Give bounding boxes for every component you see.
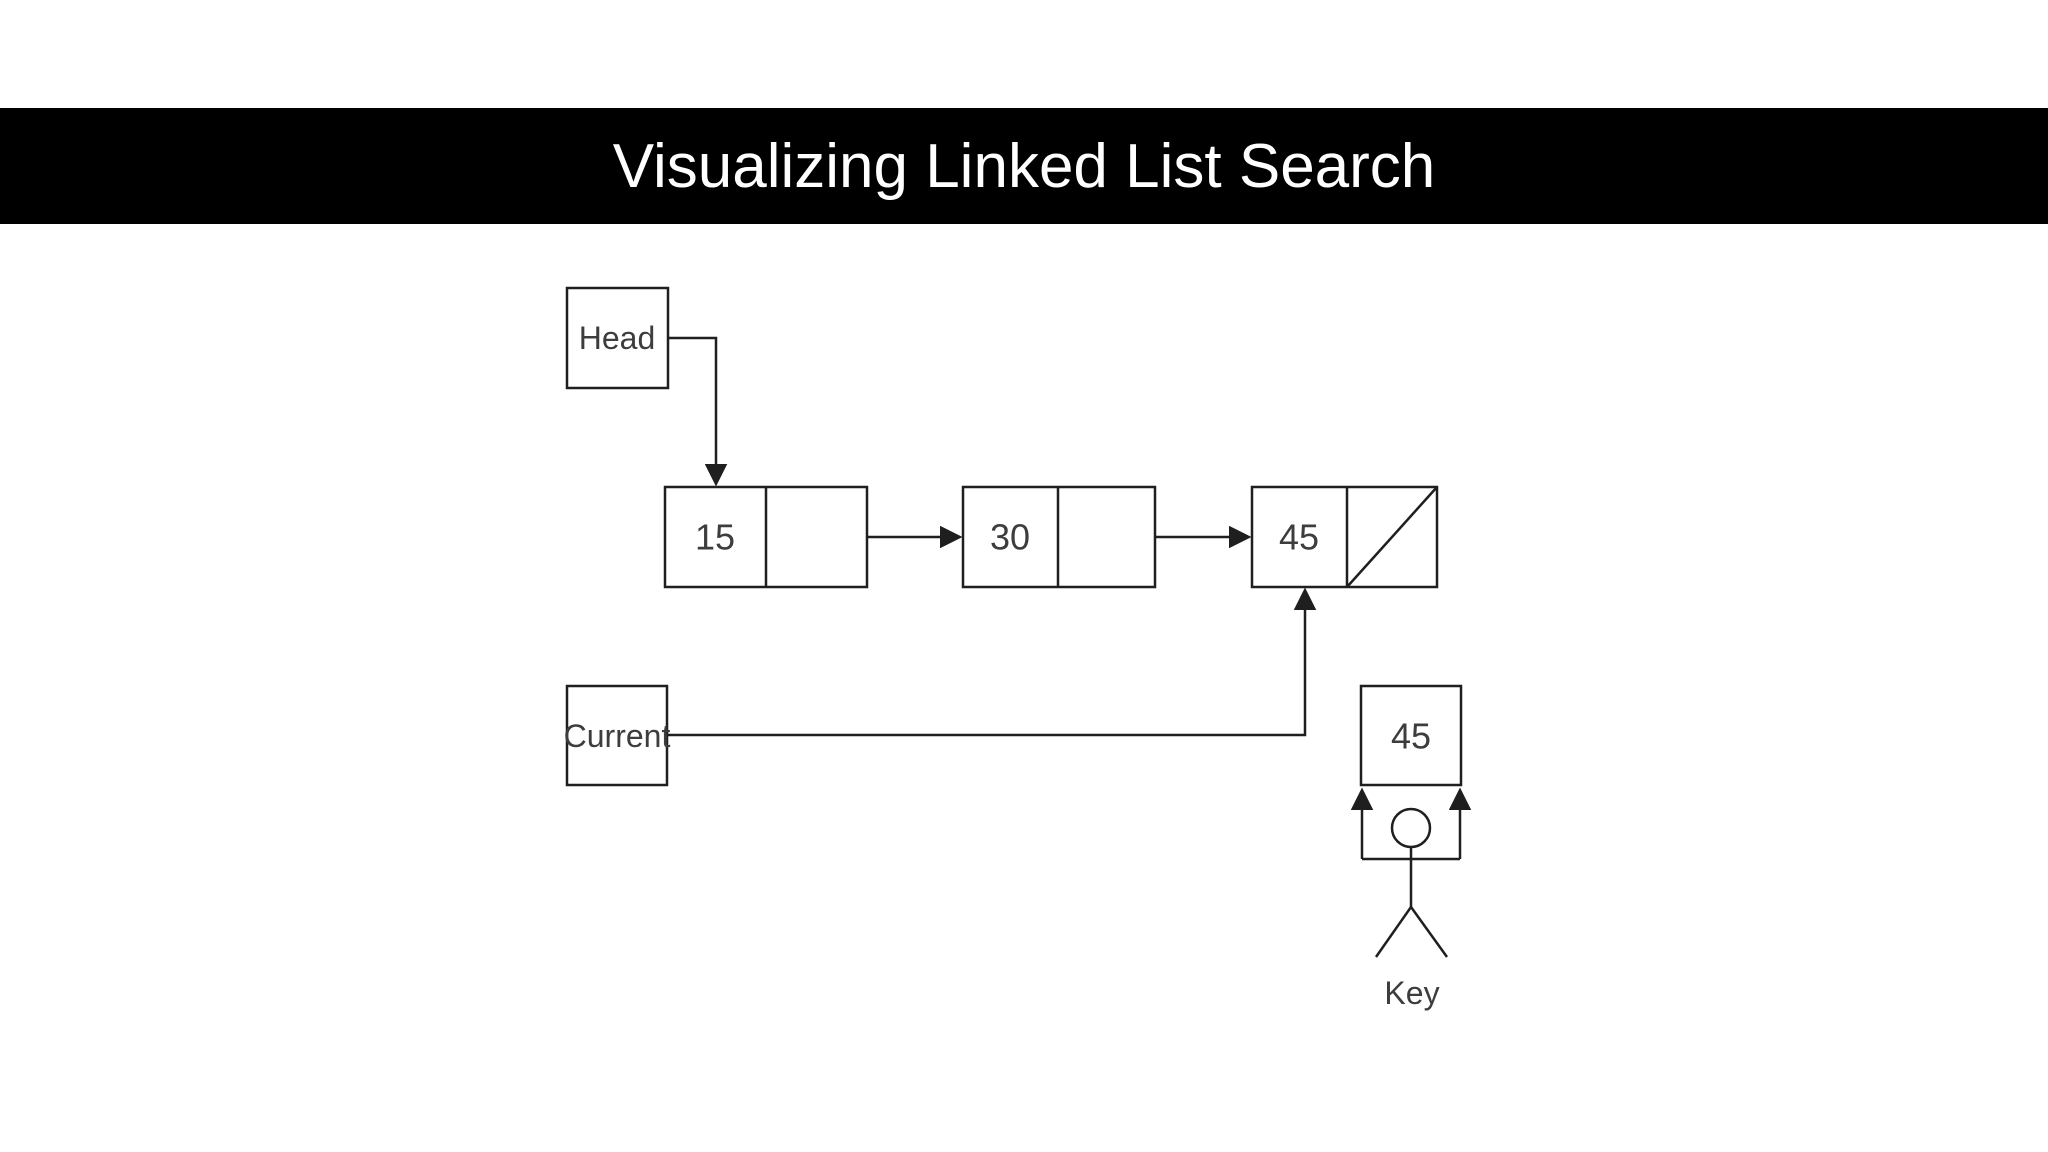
node-value: 45 bbox=[1279, 517, 1319, 558]
list-node-30: 30 bbox=[961, 485, 1157, 589]
node-value: 15 bbox=[695, 517, 735, 558]
node-box bbox=[1250, 485, 1439, 589]
head-pointer: Head bbox=[565, 286, 728, 487]
actor-right-leg bbox=[1409, 906, 1449, 958]
key-value-text: 45 bbox=[1391, 716, 1431, 757]
key-value: 45 bbox=[1359, 684, 1463, 787]
null-slash bbox=[1346, 486, 1438, 588]
title-banner: Visualizing Linked List Search bbox=[0, 108, 2048, 224]
head-pointer-box bbox=[565, 286, 670, 390]
head-to-first-node-arrow bbox=[668, 336, 728, 487]
node-value: 30 bbox=[990, 517, 1030, 558]
actor-head bbox=[1390, 807, 1432, 849]
head-pointer-label: Head bbox=[579, 320, 656, 356]
current-to-node-arrow bbox=[667, 587, 1317, 737]
list-node-45: 45 bbox=[1250, 485, 1439, 589]
list-node-15: 15 bbox=[663, 485, 869, 589]
current-pointer-box bbox=[565, 684, 669, 787]
actor-left-leg bbox=[1374, 906, 1413, 958]
current-pointer-label: Current bbox=[564, 718, 671, 754]
key-value-box bbox=[1359, 684, 1463, 787]
key-label: Key bbox=[1384, 975, 1439, 1011]
current-pointer: Current bbox=[564, 587, 1317, 787]
key-actor: Key bbox=[1350, 787, 1472, 1011]
page-title: Visualizing Linked List Search bbox=[612, 131, 1436, 201]
